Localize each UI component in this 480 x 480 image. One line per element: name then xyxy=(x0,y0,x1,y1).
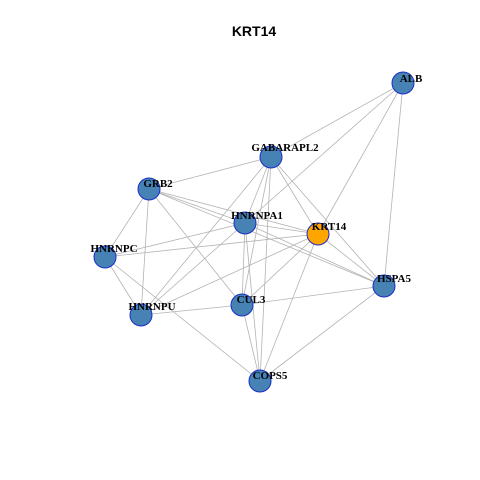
node-label-cul3: CUL3 xyxy=(237,294,266,306)
node-label-gabarapl2: GABARAPL2 xyxy=(251,142,319,154)
node-label-hnrnpc: HNRNPC xyxy=(90,243,137,255)
edge-grb2-hnrnpa1 xyxy=(148,188,246,224)
edge-hnrnpa1-krt14 xyxy=(244,222,319,235)
edge-gabarapl2-hnrnpa1 xyxy=(244,156,272,224)
edge-gabarapl2-krt14 xyxy=(270,156,319,235)
edge-grb2-hspa5 xyxy=(148,188,385,287)
node-krt14 xyxy=(306,222,330,246)
node-cops5 xyxy=(248,369,272,393)
node-alb xyxy=(391,71,415,95)
edge-gabarapl2-cul3 xyxy=(241,156,272,306)
edge-grb2-krt14 xyxy=(148,188,319,235)
node-hspa5 xyxy=(372,274,396,298)
edge-hnrnpc-cops5 xyxy=(104,256,261,382)
node-hnrnpa1 xyxy=(233,211,257,235)
node-label-krt14: KRT14 xyxy=(312,221,347,233)
node-gabarapl2 xyxy=(259,145,283,169)
node-grb2 xyxy=(137,177,161,201)
edge-alb-hnrnpa1 xyxy=(244,82,404,224)
graph-title: KRT14 xyxy=(232,23,277,39)
node-layer xyxy=(93,71,415,393)
node-cul3 xyxy=(230,293,254,317)
edge-gabarapl2-cops5 xyxy=(259,156,272,382)
edge-hspa5-cul3 xyxy=(241,285,385,306)
node-hnrnpu xyxy=(129,303,153,327)
edge-krt14-cops5 xyxy=(259,233,319,382)
node-label-grb2: GRB2 xyxy=(143,178,173,190)
edge-gabarapl2-grb2 xyxy=(148,156,272,190)
edge-alb-krt14 xyxy=(317,82,404,235)
edge-hspa5-cops5 xyxy=(259,285,385,382)
edge-krt14-hnrnpu xyxy=(140,233,319,316)
edge-hnrnpa1-cul3 xyxy=(241,222,246,306)
edge-krt14-cul3 xyxy=(241,233,319,306)
node-label-alb: ALB xyxy=(400,73,423,85)
edge-hnrnpa1-hnrnpc xyxy=(104,222,246,258)
node-label-hspa5: HSPA5 xyxy=(377,273,412,285)
edge-grb2-hnrnpc xyxy=(104,188,150,258)
edge-gabarapl2-hnrnpu xyxy=(140,156,272,316)
node-label-hnrnpu: HNRNPU xyxy=(128,301,175,313)
edge-krt14-hspa5 xyxy=(317,233,385,287)
node-label-cops5: COPS5 xyxy=(253,370,288,382)
edge-gabarapl2-hspa5 xyxy=(270,156,385,287)
edge-alb-hspa5 xyxy=(383,82,404,287)
edge-alb-gabarapl2 xyxy=(270,82,404,158)
node-label-hnrnpa1: HNRNPA1 xyxy=(231,210,283,222)
edge-krt14-hnrnpc xyxy=(104,233,319,258)
edge-layer xyxy=(104,82,404,382)
edge-hnrnpu-cul3 xyxy=(140,304,243,316)
node-hnrnpc xyxy=(93,245,117,269)
edge-cul3-cops5 xyxy=(241,304,261,382)
edge-hnrnpa1-hspa5 xyxy=(244,222,385,287)
edge-grb2-hnrnpu xyxy=(140,188,150,316)
